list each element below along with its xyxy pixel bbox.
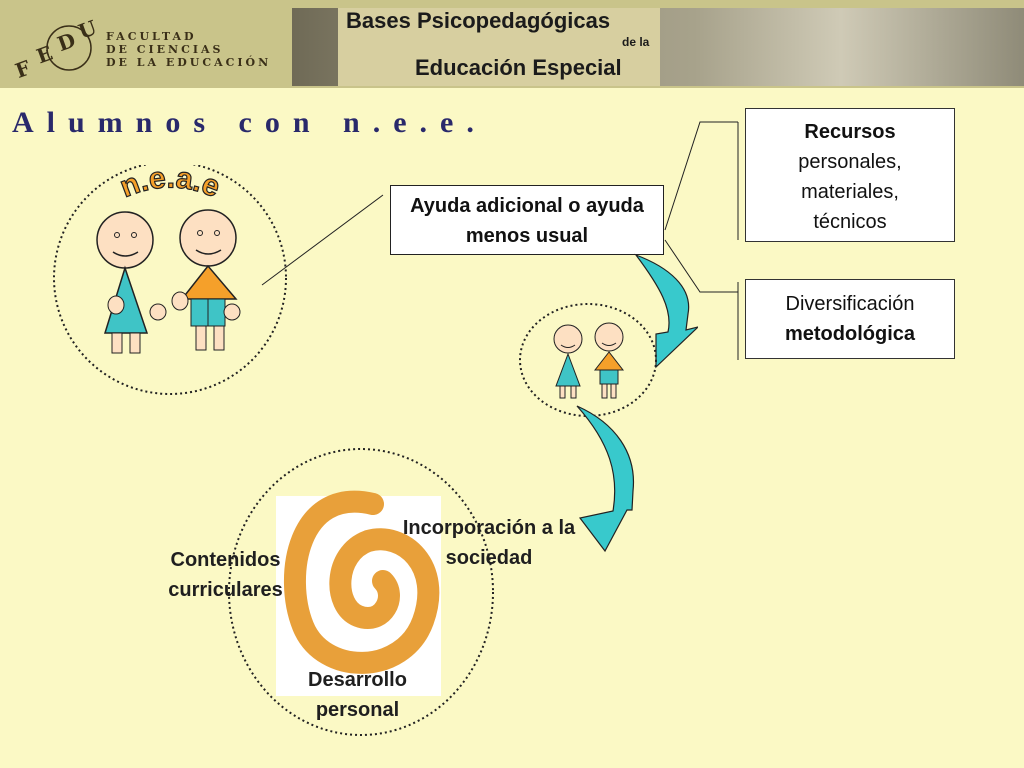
title-line-1: Bases Psicopedagógicas [346,8,611,33]
help-box-text: Ayuda adicional o ayuda menos usual [410,195,644,247]
resources-rest: personales, materiales, técnicos [798,151,902,233]
neae-label: n.e.a.e [115,161,225,205]
logo-line-3: DE LA EDUCACIÓN [106,56,272,69]
logo-line-2: DE CIENCIAS [106,43,224,56]
slide-heading: Alumnos con n.e.e. [12,106,487,139]
spiral-bottom-label: Desarrollo personal [308,669,407,721]
fedu-logo: F E D U [14,18,100,83]
title-panel [338,8,660,86]
spiral-left-label: Contenidos curriculares [168,549,283,601]
logo-line-1: FACULTAD [106,30,197,43]
diversification-line-2: metodológica [784,323,915,345]
svg-text:n.e.a.e: n.e.a.e [116,161,225,204]
curved-arrow-icon [634,253,698,369]
neae-arched-label: n.e.a.e [115,161,225,205]
faculty-logo-text: FACULTAD DE CIENCIAS DE LA EDUCACIÓN [106,30,271,69]
resources-box: Recursos personales, materiales, técnico… [745,108,955,242]
title-line-2: de la [622,35,650,49]
small-group-illustration [519,303,657,417]
neae-group-illustration [53,165,287,395]
diversification-line-1: Diversificación [785,293,915,315]
help-box: Ayuda adicional o ayuda menos usual [390,185,664,255]
diversification-box: Diversificación metodológica [745,279,955,359]
spiral-illustration [228,448,494,736]
resources-bold: Recursos [804,121,896,143]
curved-arrow-icon [576,405,635,553]
title-line-3: Educación Especial [415,55,622,80]
spiral-right-label: Incorporación a la sociedad [402,517,576,569]
